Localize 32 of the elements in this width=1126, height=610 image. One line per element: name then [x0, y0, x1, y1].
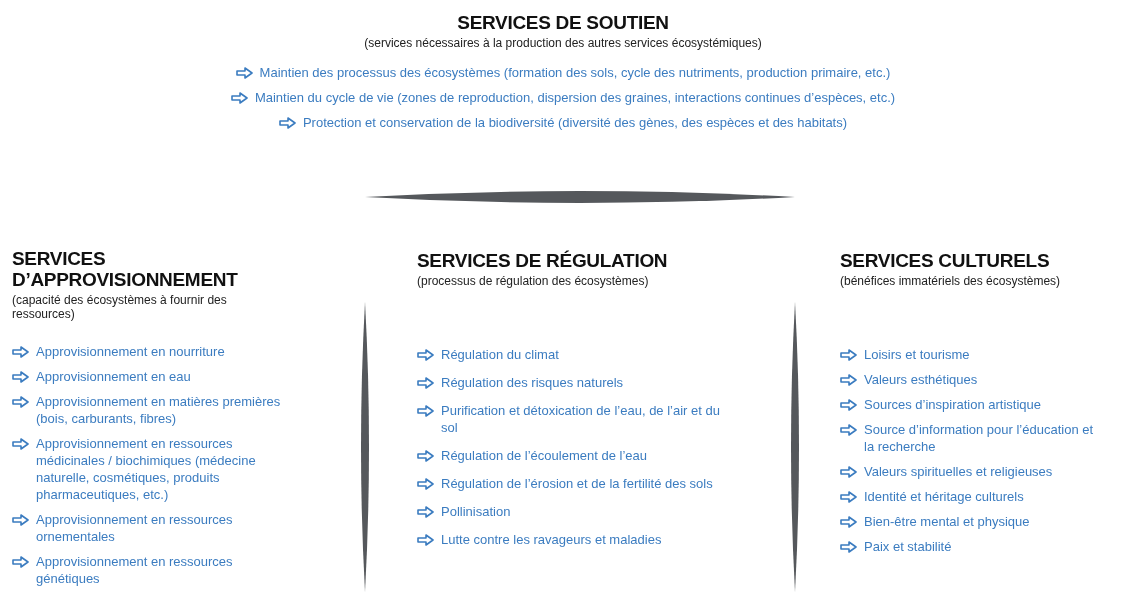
service-item: Approvisionnement en eau	[36, 368, 191, 385]
service-item: Identité et héritage culturels	[864, 488, 1024, 505]
section-heading: SERVICES DE SOUTIEN	[457, 12, 669, 33]
service-item: Sources d’inspiration artistique	[864, 396, 1042, 413]
service-item: Maintien des processus des écosystèmes (formation des sols, cycle des nutriments, production primaire, etc.)	[259, 64, 891, 81]
service-item: Approvisionnement en ressources ornementales	[36, 511, 234, 545]
service-item: Régulation de l’écoulement de l’eau	[441, 447, 647, 464]
service-item: Valeurs spirituelles et religieuses	[864, 463, 1053, 480]
service-item: Approvisionnement en ressources génétiques	[36, 553, 234, 587]
service-item: Approvisionnement en nourriture	[36, 343, 225, 360]
section-subtitle: (processus de régulation des écosystèmes)	[417, 274, 649, 288]
section-heading: SERVICES D’APPROVISIONNEMENT	[12, 248, 239, 290]
service-item: Approvisionnement en ressources médicinales / biochimiques (médecine naturelle, cosmétiques, produits pharmaceutiques, etc.)	[36, 435, 257, 503]
service-item: Purification et détoxication de l’eau, de l’air et du sol	[441, 402, 721, 436]
service-item: Régulation du climat	[441, 346, 559, 363]
service-item: Protection et conservation de la biodiversité (diversité des gènes, des espèces et des habitats)	[302, 114, 848, 131]
service-item: Régulation des risques naturels	[441, 374, 624, 391]
section-subtitle: (services nécessaires à la production des autres services écosystémiques)	[364, 36, 762, 50]
section-heading: SERVICES CULTURELS	[840, 250, 1050, 271]
service-item: Régulation de l’érosion et de la fertilité des sols	[441, 475, 713, 492]
service-item: Paix et stabilité	[864, 538, 952, 555]
service-item: Valeurs esthétiques	[864, 371, 978, 388]
service-item: Pollinisation	[441, 503, 511, 520]
section-subtitle: (capacité des écosystèmes à fournir des ressources)	[12, 293, 228, 321]
service-item: Lutte contre les ravageurs et maladies	[441, 531, 662, 548]
service-item: Maintien du cycle de vie (zones de reproduction, dispersion des graines, interactions continues d’espèces, etc.)	[254, 89, 896, 106]
service-item: Approvisionnement en matières premières (bois, carburants, fibres)	[36, 393, 281, 427]
section-heading: SERVICES DE RÉGULATION	[417, 250, 668, 271]
service-item: Source d’information pour l’éducation et la recherche	[864, 421, 1095, 455]
section-subtitle: (bénéfices immatériels des écosystèmes)	[840, 274, 1061, 288]
service-item: Bien-être mental et physique	[864, 513, 1030, 530]
service-item: Loisirs et tourisme	[864, 346, 970, 363]
